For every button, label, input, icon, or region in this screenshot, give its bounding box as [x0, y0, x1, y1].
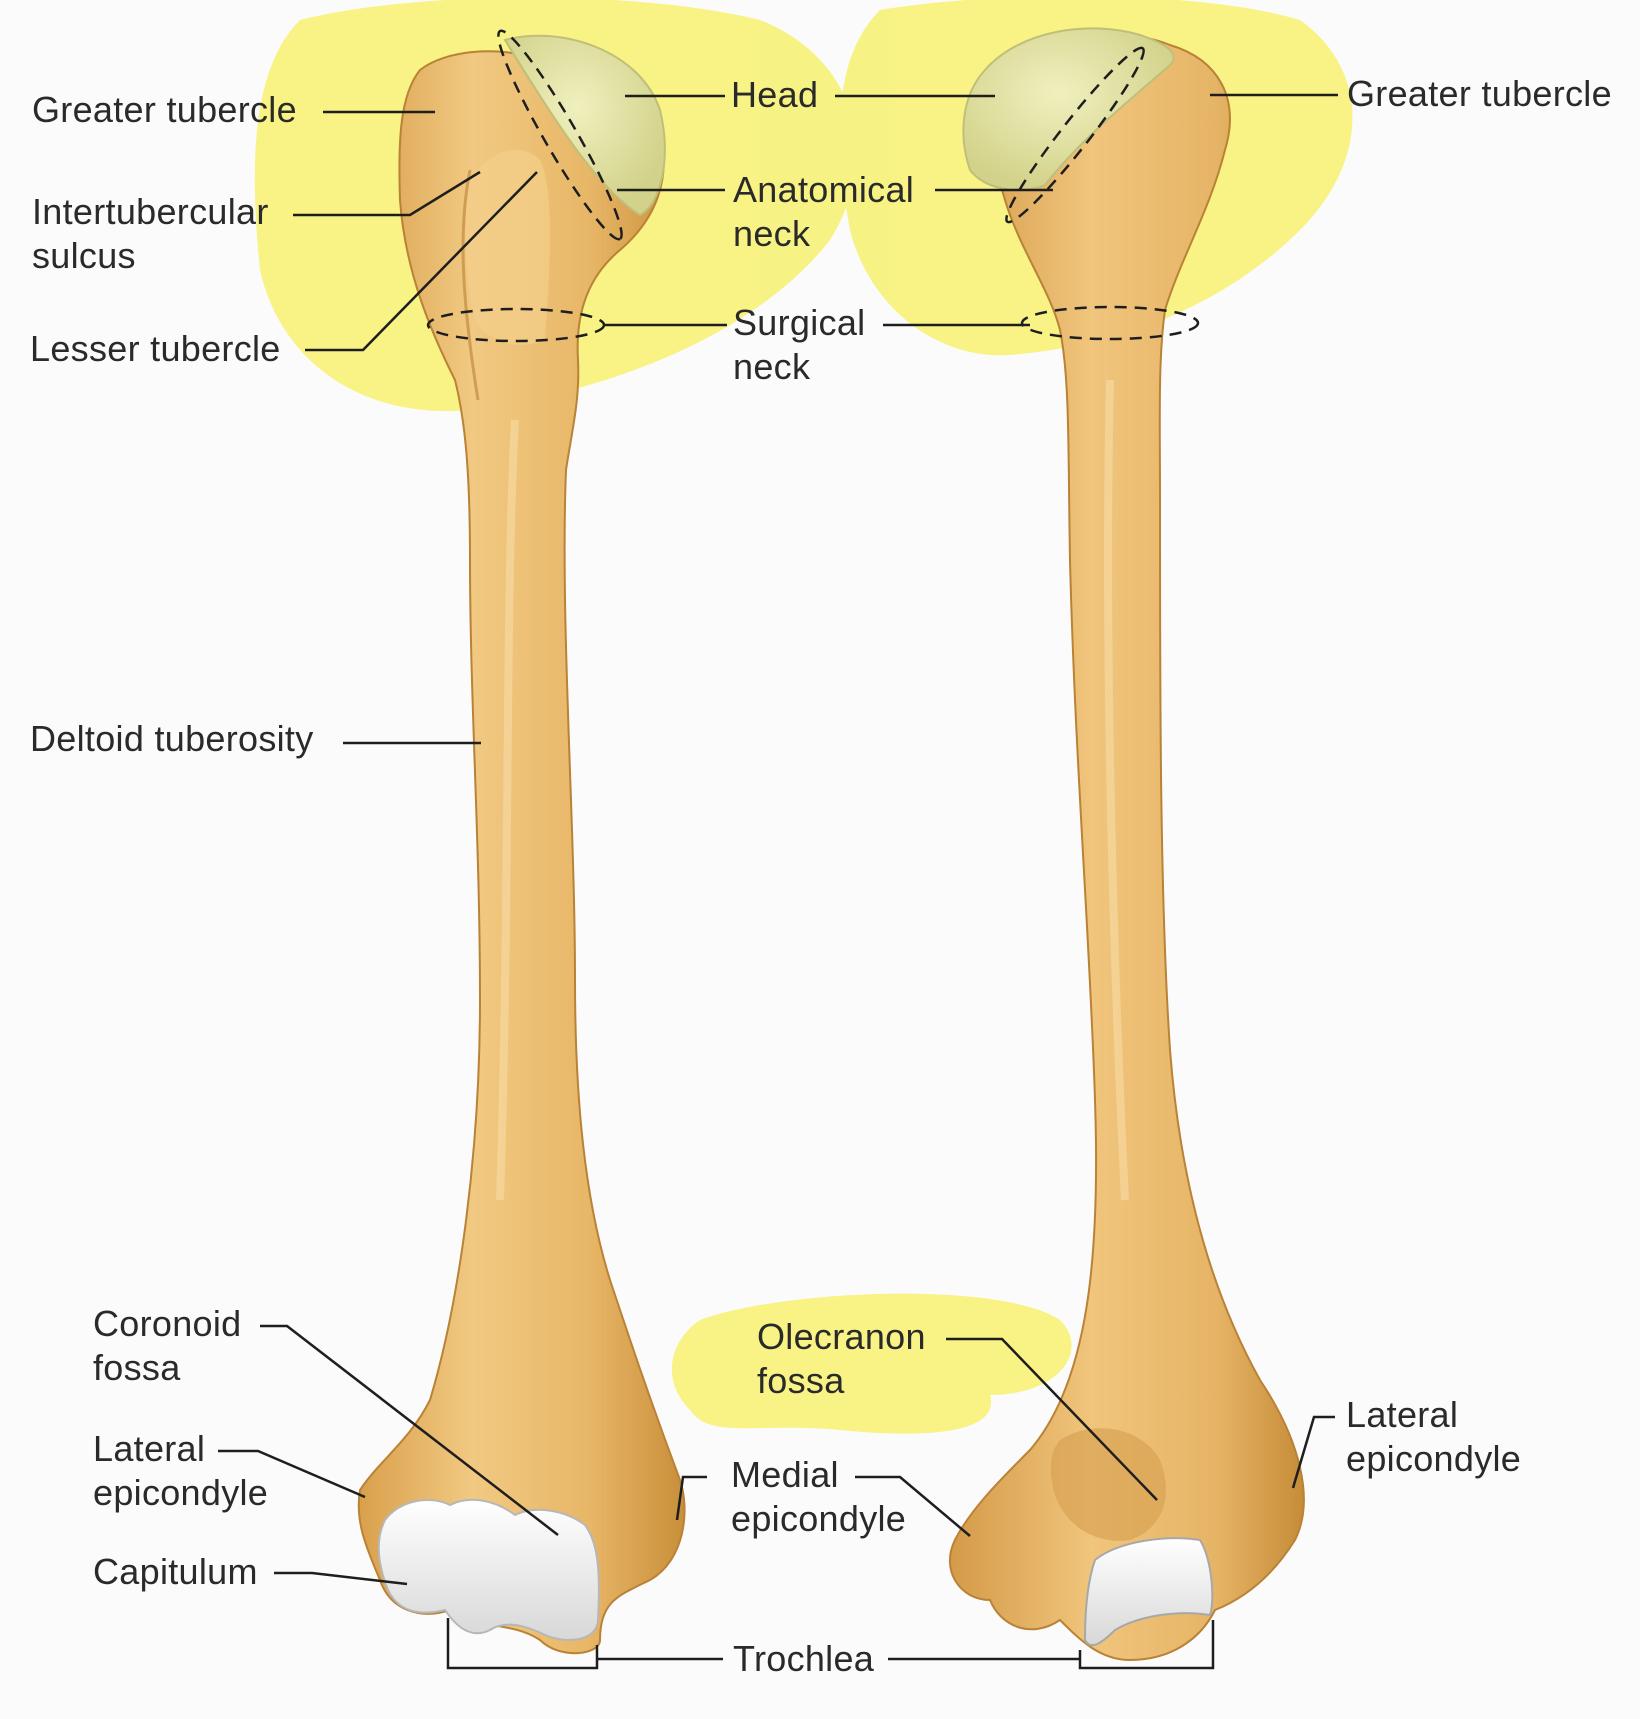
humerus-anterior-capitulum — [377, 1498, 600, 1641]
label-olecranon-fossa: Olecranon fossa — [757, 1316, 926, 1401]
leader-capitulum — [274, 1571, 408, 1586]
humerus-posterior-fossa — [1050, 1428, 1166, 1541]
humerus-anterior-sulcus-groove — [461, 169, 480, 401]
humerus-anterior — [357, 29, 686, 1655]
label-intertubercular-sulcus: Intertubercular sulcus — [32, 191, 269, 276]
leader-intertubercular-sulcus — [293, 170, 481, 217]
humerus-posterior-trochlea — [1083, 1537, 1214, 1647]
humerus-posterior-head — [962, 27, 1175, 191]
humerus-posterior-body — [949, 32, 1305, 1662]
leader-medial-epicondyle-left-bone — [675, 1475, 707, 1521]
humerus-anterior-body — [357, 50, 686, 1655]
surgical-neck-dashed-right — [1020, 305, 1200, 341]
humerus-anterior-shaft-ridge — [496, 419, 519, 1201]
anatomical-neck-dashed-right — [1005, 46, 1145, 224]
label-capitulum: Capitulum — [93, 1551, 258, 1592]
label-surgical-neck: Surgical neck — [733, 302, 866, 387]
leader-lesser-tubercle — [305, 171, 538, 352]
leader-lines — [218, 93, 1338, 1670]
humerus-posterior — [949, 27, 1305, 1662]
leader-medial-epicondyle — [855, 1475, 971, 1537]
leader-lateral-epicondyle-right — [1291, 1415, 1335, 1489]
leader-lateral-epicondyle-left — [218, 1449, 366, 1499]
label-lateral-epicondyle-left: Lateral epicondyle — [93, 1428, 269, 1513]
leader-olecranon-fossa — [946, 1337, 1158, 1501]
label-greater-tubercle-right: Greater tubercle — [1347, 73, 1612, 114]
label-greater-tubercle-left: Greater tubercle — [32, 89, 297, 130]
label-head: Head — [731, 74, 819, 115]
label-lesser-tubercle: Lesser tubercle — [30, 328, 281, 369]
label-trochlea: Trochlea — [733, 1638, 875, 1679]
humerus-anterior-head — [503, 34, 666, 217]
label-lateral-epicondyle-right: Lateral epicondyle — [1346, 1394, 1522, 1479]
highlight-olecranon-fossa — [671, 1293, 1072, 1434]
humerus-anterior-tubercle-shade — [465, 149, 550, 345]
leader-trochlea-bracket-left — [446, 1618, 599, 1670]
humerus-posterior-shaft-ridge — [1104, 379, 1129, 1201]
anatomical-neck-dashed-left — [497, 29, 623, 241]
label-medial-epicondyle: Medial epicondyle — [731, 1454, 907, 1539]
label-coronoid-fossa: Coronoid fossa — [93, 1303, 242, 1388]
label-deltoid-tuberosity: Deltoid tuberosity — [30, 718, 314, 759]
leader-coronoid-fossa — [260, 1324, 559, 1536]
label-anatomical-neck: Anatomical neck — [733, 169, 915, 254]
